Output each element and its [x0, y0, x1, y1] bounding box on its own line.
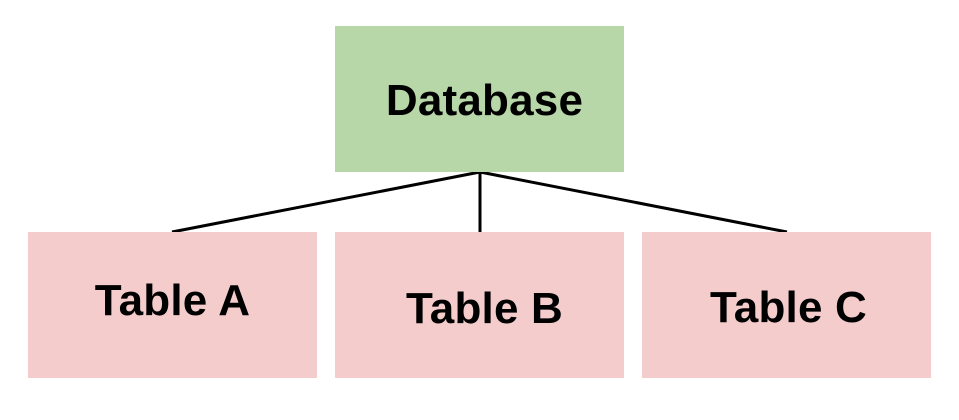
connector-to-table-c [479, 170, 788, 234]
table-c-label: Table C [709, 283, 868, 332]
table-b-node: Table B [335, 232, 624, 378]
database-label: Database [385, 76, 584, 125]
database-node: Database [335, 26, 624, 172]
table-a-label: Table A [94, 276, 251, 325]
table-b-label: Table B [405, 284, 564, 333]
table-c-node: Table C [642, 232, 931, 378]
table-a-node: Table A [28, 232, 317, 378]
connector-to-table-a [171, 170, 481, 234]
